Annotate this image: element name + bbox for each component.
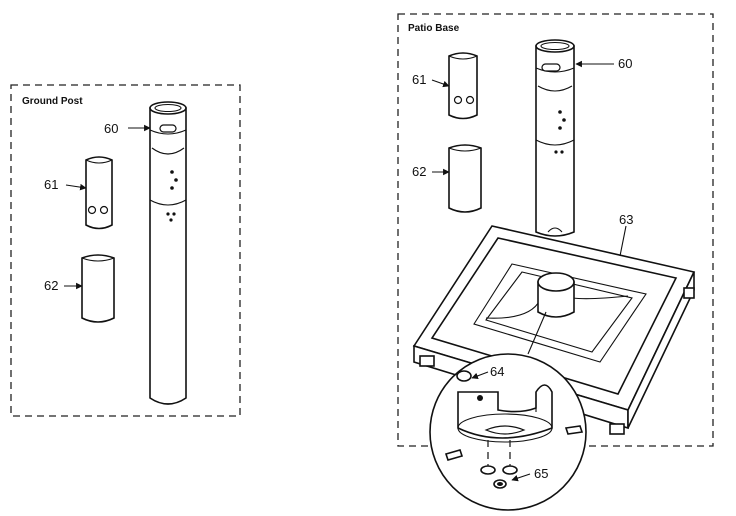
leader-64 — [471, 371, 489, 380]
label-65: 65 — [534, 466, 548, 481]
label-61-left: 61 — [44, 177, 58, 192]
label-62-left: 62 — [44, 278, 58, 293]
detail-connector — [527, 311, 547, 355]
post-part-60-left — [149, 101, 187, 405]
leader-61-left — [65, 183, 87, 191]
leader-63 — [619, 225, 627, 257]
label-64: 64 — [490, 364, 504, 379]
label-60-left: 60 — [104, 121, 118, 136]
label-61-right: 61 — [412, 72, 426, 87]
label-60-right: 60 — [618, 56, 632, 71]
sleeve-part-61-right — [448, 52, 478, 120]
detail-callout — [429, 353, 587, 511]
ground-post-title: Ground Post — [22, 96, 83, 107]
patio-base-title: Patio Base — [408, 23, 460, 34]
sleeve-part-62-left — [81, 254, 115, 323]
label-62-right: 62 — [412, 164, 426, 179]
post-part-60-right — [535, 39, 575, 237]
sleeve-part-62-right — [448, 144, 482, 213]
ground-post-panel: Ground Post 60 61 — [10, 84, 241, 417]
patio-base-panel: Patio Base 60 61 — [397, 13, 714, 511]
leader-61-right — [431, 79, 450, 88]
leader-65 — [511, 473, 531, 482]
sleeve-part-61-left — [85, 156, 113, 230]
label-63: 63 — [619, 212, 633, 227]
ground-post-border — [10, 84, 241, 417]
